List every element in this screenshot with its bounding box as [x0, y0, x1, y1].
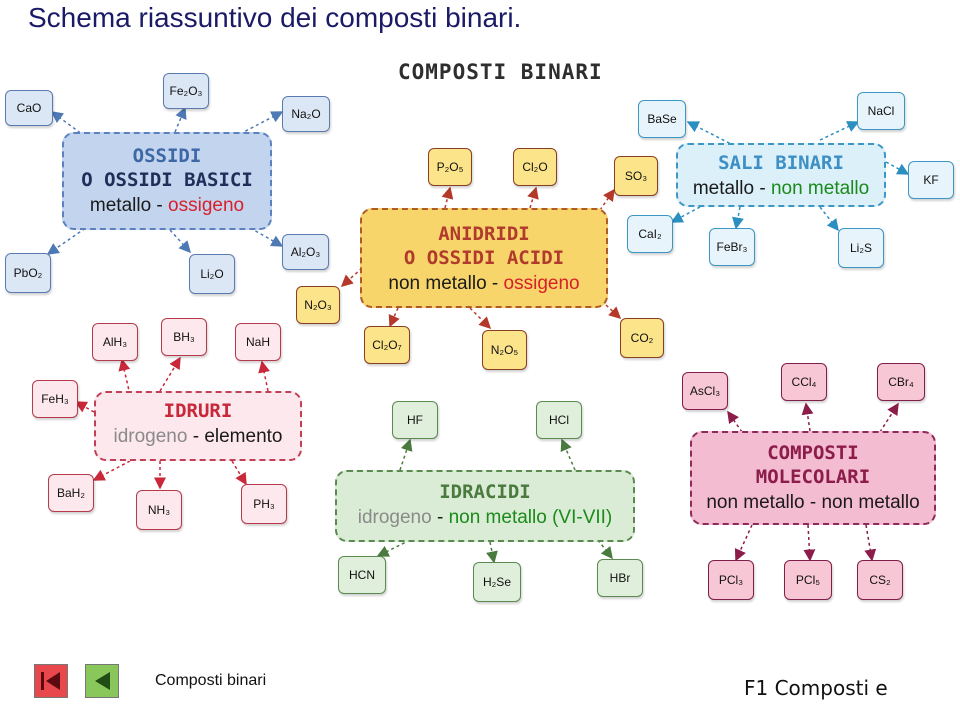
first-slide-button[interactable] — [34, 664, 68, 698]
compound-NH3: NH₃ — [136, 490, 182, 530]
compound-BaH2: BaH₂ — [48, 474, 94, 512]
compound-AsCl3: AsCl₃ — [682, 372, 728, 410]
compound-HCl: HCl — [536, 401, 582, 439]
anidridi-title: ANIDRIDI — [438, 223, 530, 245]
compound-CCl4: CCl₄ — [781, 363, 827, 401]
compound-Cl2O: Cl₂O — [513, 148, 557, 186]
compound-Na2O: Na₂O — [282, 96, 330, 132]
compound-HF: HF — [392, 401, 438, 439]
category-idracidi: IDRACIDI idrogeno - non metallo (VI-VII) — [335, 470, 635, 542]
previous-slide-button[interactable] — [85, 664, 119, 698]
previous-slide-icon — [95, 672, 110, 690]
sali-title: SALI BINARI — [718, 152, 844, 174]
map-title: COMPOSTI BINARI — [398, 60, 603, 84]
molecolari-title: COMPOSTI — [767, 442, 859, 464]
compound-HCN: HCN — [338, 556, 386, 594]
compound-NaCl: NaCl — [857, 92, 905, 130]
compound-CBr4: CBr₄ — [877, 363, 925, 401]
compound-HBr: HBr — [597, 559, 643, 597]
compound-FeBr3: FeBr₃ — [709, 228, 755, 266]
category-ossidi: OSSIDI O OSSIDI BASICI metallo - ossigen… — [62, 132, 272, 230]
idracidi-description: idrogeno - non metallo (VI-VII) — [357, 507, 613, 528]
ossidi-description: metallo - ossigeno — [89, 195, 245, 216]
compound-CS2: CS₂ — [857, 560, 903, 600]
compound-BH3: BH₃ — [161, 318, 207, 356]
compound-H2Se: H₂Se — [473, 562, 521, 602]
molecolari-subtitle: MOLECOLARI — [755, 466, 871, 488]
compound-PCl5: PCl₅ — [784, 560, 832, 600]
compound-CaI2: CaI₂ — [627, 215, 673, 253]
category-anidridi: ANIDRIDI O OSSIDI ACIDI non metallo - os… — [360, 208, 608, 308]
idracidi-title: IDRACIDI — [439, 481, 531, 503]
footer-label: Composti binari — [155, 672, 267, 689]
compound-CO2: CO₂ — [620, 318, 664, 358]
compound-BaSe: BaSe — [638, 100, 686, 138]
footer-section-title: F1 Composti e — [744, 676, 888, 700]
compound-AlH3: AlH₃ — [92, 323, 138, 361]
compound-Li2S: Li₂S — [838, 228, 884, 268]
category-sali-binari: SALI BINARI metallo - non metallo — [676, 143, 886, 207]
anidridi-subtitle: O OSSIDI ACIDI — [403, 247, 565, 269]
compound-N2O5: N₂O₅ — [482, 330, 527, 370]
compound-CaO: CaO — [5, 90, 53, 126]
idruri-description: idrogeno - elemento — [113, 426, 283, 447]
anidridi-description: non metallo - ossigeno — [388, 273, 580, 294]
idruri-title: IDRURI — [163, 400, 233, 422]
compound-P2O5: P₂O₅ — [428, 148, 472, 186]
compound-Al2O3: Al₂O₃ — [282, 234, 329, 270]
molecolari-description: non metallo - non metallo — [706, 492, 920, 513]
compound-KF: KF — [908, 161, 954, 199]
compound-NaH: NaH — [235, 323, 281, 361]
compound-Li2O: Li₂O — [189, 254, 235, 294]
compound-PCl3: PCl₃ — [708, 560, 754, 600]
compound-PbO2: PbO₂ — [5, 253, 51, 293]
compound-N2O3: N₂O₃ — [296, 286, 340, 324]
compound-Cl2O7: Cl₂O₇ — [364, 326, 410, 364]
ossidi-subtitle: O OSSIDI BASICI — [81, 169, 253, 191]
compound-SO3: SO₃ — [614, 156, 658, 196]
ossidi-title: OSSIDI — [132, 145, 202, 167]
compound-Fe2O3: Fe₂O₃ — [163, 73, 209, 109]
category-composti-molecolari: COMPOSTI MOLECOLARI non metallo - non me… — [690, 431, 936, 525]
slide-title: Schema riassuntivo dei composti binari. — [28, 2, 522, 33]
category-idruri: IDRURI idrogeno - elemento — [94, 391, 302, 461]
compound-PH3: PH₃ — [241, 484, 287, 524]
compound-FeH3: FeH₃ — [32, 380, 78, 418]
first-slide-icon — [41, 672, 60, 690]
sali-description: metallo - non metallo — [692, 178, 870, 199]
